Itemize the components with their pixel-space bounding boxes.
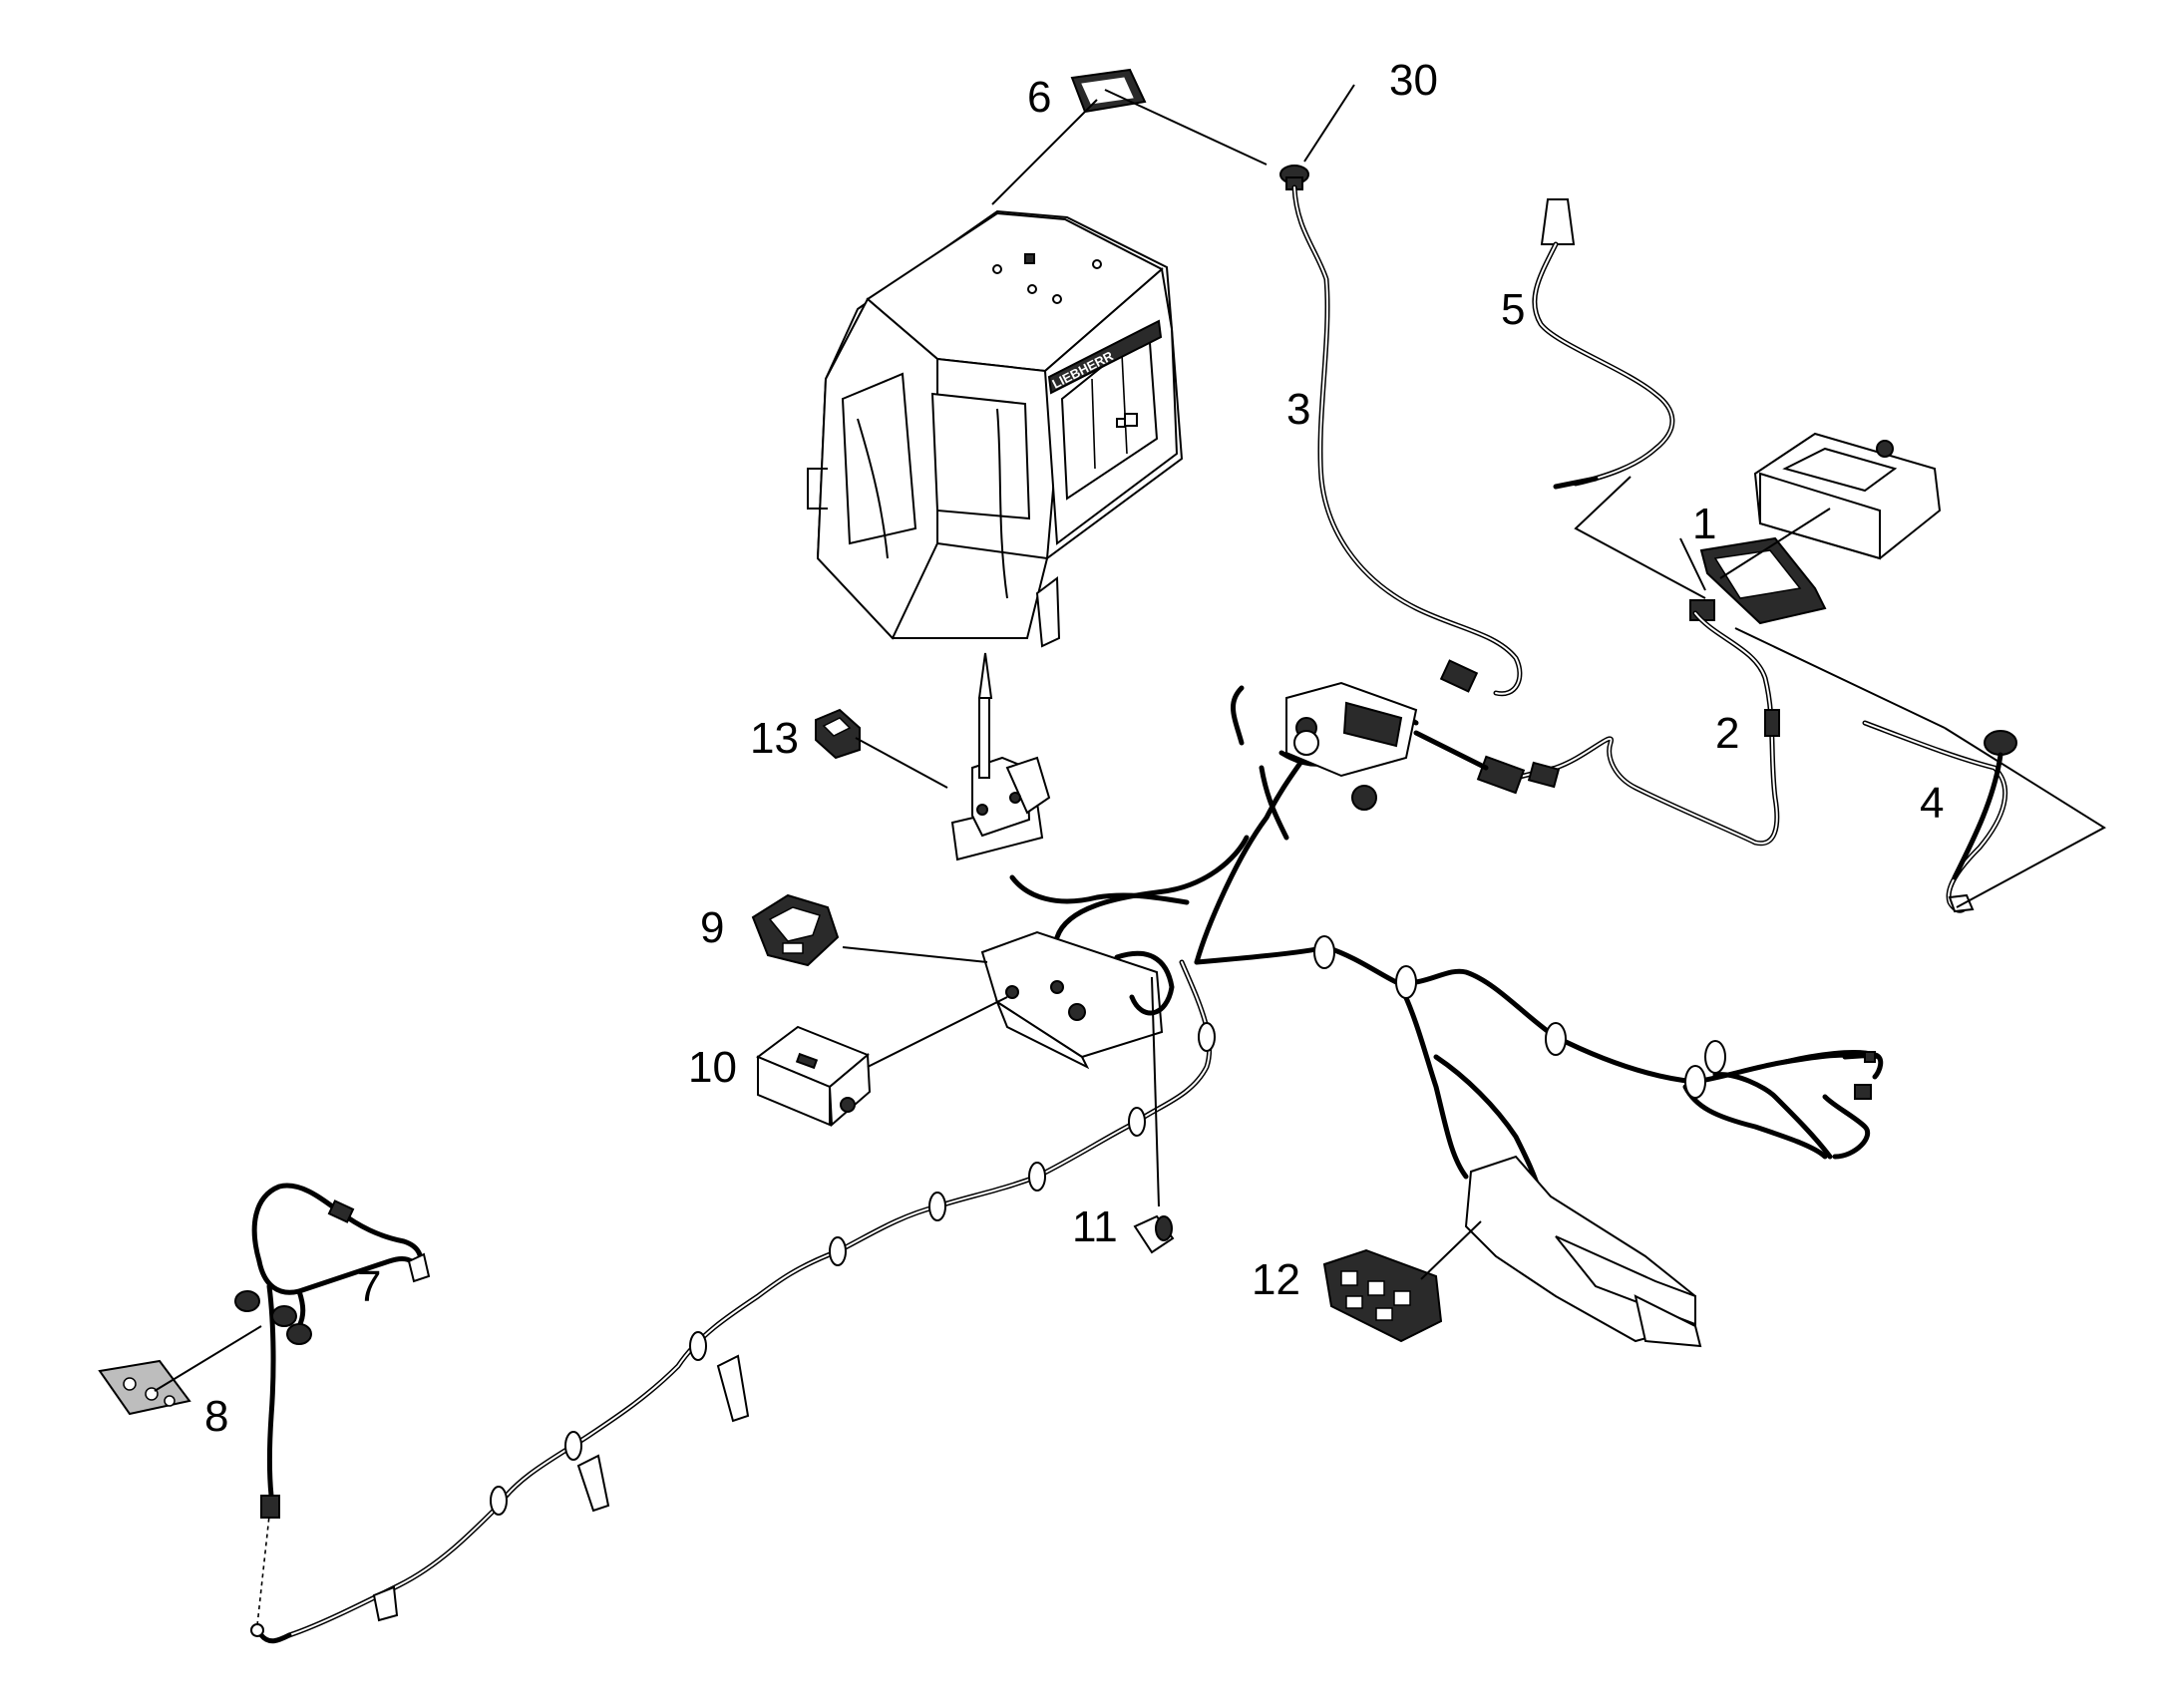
- part-10-module-box: [756, 1025, 872, 1128]
- leader-lines: [154, 84, 2106, 1392]
- callout-4: 4: [1920, 779, 1944, 828]
- callout-30: 30: [1389, 56, 1438, 105]
- harness-clamp: [829, 1236, 847, 1266]
- callout-1: 1: [1692, 500, 1716, 548]
- part-12-relay-bank: [1322, 1248, 1443, 1343]
- callout-2: 2: [1715, 709, 1739, 758]
- harness-clamp: [1704, 1040, 1726, 1074]
- part-11-connector: [1133, 1214, 1175, 1254]
- callout-labels: 1 2 3 4 5 6 7 8 9 10 11 12 13 30: [204, 56, 1944, 1441]
- callout-12: 12: [1252, 1255, 1300, 1304]
- part-5-whip-antenna-cable: [1532, 198, 1675, 490]
- main-wiring-harness: [250, 681, 1884, 1644]
- callout-11: 11: [1072, 1202, 1118, 1251]
- console-lever-assembly: [950, 652, 1051, 861]
- harness-clamp: [1684, 1065, 1706, 1099]
- part-13-relay: [815, 708, 861, 760]
- harness-clamp: [1028, 1162, 1046, 1192]
- callout-8: 8: [204, 1392, 228, 1441]
- harness-clamp: [1395, 965, 1417, 999]
- callout-5: 5: [1501, 285, 1525, 334]
- callout-3: 3: [1286, 385, 1310, 434]
- part-9-bracket: [751, 893, 840, 967]
- harness-clamp: [928, 1192, 946, 1221]
- harness-clamp: [1128, 1107, 1146, 1137]
- callout-7: 7: [357, 1262, 381, 1311]
- callout-10: 10: [688, 1043, 737, 1092]
- callout-9: 9: [700, 903, 724, 952]
- harness-clamp: [564, 1431, 582, 1461]
- harness-clamp: [1313, 935, 1335, 969]
- part-3-antenna-cable: [1291, 184, 1523, 697]
- harness-clamp: [1545, 1022, 1567, 1056]
- harness-clamp: [490, 1486, 508, 1516]
- part-7-rear-harness: [234, 1183, 431, 1519]
- swing-frame-bracket: [1464, 1155, 1702, 1348]
- operator-cab: LIEBHERR: [807, 209, 1184, 648]
- part-1-control-unit: [1689, 432, 1942, 625]
- harness-clamp: [1198, 1022, 1216, 1052]
- callout-6: 6: [1027, 73, 1051, 122]
- part-8-connector-plate: [98, 1359, 191, 1416]
- part-30-antenna: [1279, 165, 1309, 190]
- part-4-sensor-cable: [1862, 720, 2017, 913]
- callout-13: 13: [750, 714, 799, 763]
- harness-clamp: [689, 1331, 707, 1361]
